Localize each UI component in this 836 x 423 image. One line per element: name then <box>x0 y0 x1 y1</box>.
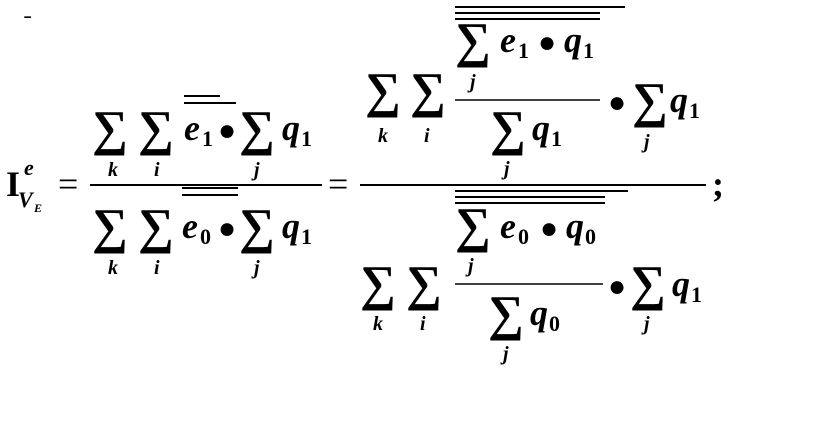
q-symbol: q <box>566 206 584 246</box>
sum-j-index: j <box>251 257 260 279</box>
equals-sign-2: = <box>328 164 348 204</box>
sum-j-index: j <box>500 343 509 365</box>
sum-k-sign: ∑ <box>92 100 128 156</box>
middle-denominator: ∑ k ∑ i e 0 ● ∑ j q 1 <box>92 187 312 279</box>
q-symbol: q <box>282 108 300 148</box>
sum-j-sign: ∑ <box>239 198 275 254</box>
q-subscript: 1 <box>301 126 312 151</box>
sum-i-sign: ∑ <box>138 198 174 254</box>
sum-j-index: j <box>641 313 650 335</box>
sum-i-index: i <box>154 159 160 181</box>
e-symbol: e <box>500 206 516 246</box>
lhs-subscript-sub: E <box>33 201 42 215</box>
right-denominator: ∑ j e 0 ● q 0 ∑ k ∑ i ∑ j q 0 ● ∑ j q 1 <box>360 190 702 365</box>
lhs-subscript-main: V <box>18 187 35 212</box>
sum-j-sign: ∑ <box>239 100 275 156</box>
semicolon: ; <box>712 164 724 204</box>
sum-k-sign: ∑ <box>360 255 396 311</box>
sum-j-index: j <box>641 131 650 153</box>
e-symbol: e <box>500 20 516 60</box>
q-subscript: 0 <box>549 311 560 336</box>
sum-j-sign: ∑ <box>455 197 491 253</box>
dot-operator: ● <box>608 270 626 303</box>
q-subscript: 0 <box>585 224 596 249</box>
right-fraction: ∑ j e 1 ● q 1 ∑ k ∑ i ∑ j q 1 ● ∑ j q 1 <box>360 6 706 365</box>
sum-k-index: k <box>373 313 383 335</box>
sum-j-index: j <box>465 255 474 277</box>
e-symbol: e <box>182 206 198 246</box>
sum-j-sign: ∑ <box>488 285 524 341</box>
middle-numerator: ∑ k ∑ i e 1 ● ∑ j q 1 <box>92 95 312 181</box>
lhs-symbol: I <box>6 164 20 204</box>
right-numerator: ∑ j e 1 ● q 1 ∑ k ∑ i ∑ j q 1 ● ∑ j q 1 <box>365 6 700 180</box>
q-symbol: q <box>282 206 300 246</box>
q-symbol: q <box>670 80 688 120</box>
sum-i-index: i <box>420 313 426 335</box>
sum-j-index: j <box>501 158 510 180</box>
dot-operator: ● <box>218 114 236 147</box>
sum-j-index: j <box>251 159 260 181</box>
middle-fraction: ∑ k ∑ i e 1 ● ∑ j q 1 ∑ k ∑ i e 0 ● ∑ <box>90 95 322 279</box>
sum-j-sign: ∑ <box>630 255 666 311</box>
q-subscript: 1 <box>691 282 702 307</box>
sum-k-index: k <box>108 159 118 181</box>
dot-operator: ● <box>218 212 236 245</box>
sum-i-index: i <box>154 257 160 279</box>
sum-k-index: k <box>378 125 388 147</box>
q-symbol: q <box>532 108 550 148</box>
e-symbol: e <box>184 108 200 148</box>
sum-i-sign: ∑ <box>138 100 174 156</box>
sum-j-sign: ∑ <box>632 72 668 128</box>
q-symbol: q <box>530 293 548 333</box>
sum-k-index: k <box>108 257 118 279</box>
lhs-index-symbol: ˉ I e V E <box>6 10 42 215</box>
sum-j-sign: ∑ <box>490 100 526 156</box>
q-symbol: q <box>564 20 582 60</box>
dot-operator: ● <box>540 212 558 245</box>
sum-j-sign: ∑ <box>455 12 491 68</box>
q-subscript: 1 <box>689 98 700 123</box>
e-subscript: 1 <box>202 126 213 151</box>
dot-operator: ● <box>538 26 556 59</box>
e-subscript: 0 <box>200 224 211 249</box>
sum-i-sign: ∑ <box>406 255 442 311</box>
q-subscript: 1 <box>551 126 562 151</box>
q-subscript: 1 <box>583 38 594 63</box>
sum-i-index: i <box>424 125 430 147</box>
lhs-superscript: e <box>24 155 34 180</box>
q-subscript: 1 <box>301 224 312 249</box>
sum-k-sign: ∑ <box>365 62 401 118</box>
sum-k-sign: ∑ <box>92 198 128 254</box>
e-subscript: 0 <box>518 224 529 249</box>
equals-sign-1: = <box>58 164 78 204</box>
e-subscript: 1 <box>518 38 529 63</box>
dot-operator: ● <box>608 86 626 119</box>
sum-i-sign: ∑ <box>410 62 446 118</box>
q-symbol: q <box>672 264 690 304</box>
sum-j-index: j <box>467 71 476 93</box>
lhs-bar-mark: ˉ <box>24 10 32 35</box>
